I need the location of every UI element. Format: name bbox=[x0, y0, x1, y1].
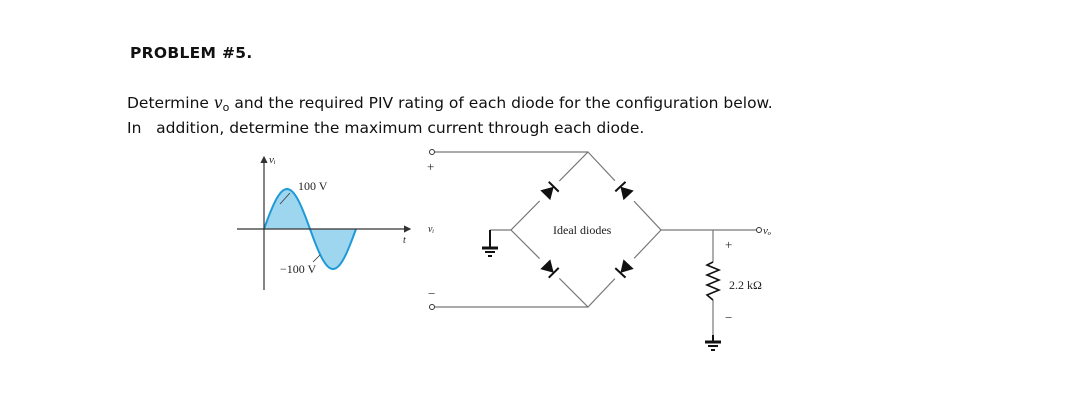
output-minus-sign: − bbox=[725, 310, 732, 325]
output-terminal-dot bbox=[756, 227, 762, 233]
input-top-terminal bbox=[429, 149, 435, 155]
input-plus-sign: + bbox=[427, 159, 434, 174]
trough-leader bbox=[312, 254, 321, 263]
input-minus-sign: − bbox=[428, 286, 435, 301]
circuit-wires bbox=[435, 151, 757, 335]
input-bottom-terminal bbox=[429, 304, 435, 310]
waveform-negative-fill bbox=[310, 229, 356, 269]
output-terminal: vₒ + − bbox=[725, 225, 771, 325]
peak-leader bbox=[279, 192, 291, 205]
problem-statement: Determine vo and the required PIV rating… bbox=[127, 93, 1027, 139]
trough-label: −100 V bbox=[280, 262, 317, 276]
diode-bottom-left bbox=[538, 257, 561, 280]
output-plus-sign: + bbox=[725, 237, 732, 252]
time-axis-label: t bbox=[403, 235, 406, 246]
input-waveform: vᵢ t 100 V −100 V bbox=[237, 154, 412, 290]
problem-line-1: Determine vo and the required PIV rating… bbox=[127, 93, 1027, 118]
input-terminals: + vᵢ − bbox=[427, 149, 435, 310]
resistor-value-label: 2.2 kΩ bbox=[729, 278, 762, 292]
vo-subscript: o bbox=[222, 101, 230, 114]
right-ground-icon bbox=[705, 335, 721, 351]
diode-top-right bbox=[613, 179, 636, 203]
diode-bottom-right bbox=[613, 257, 636, 280]
ideal-diodes-label: Ideal diodes bbox=[553, 223, 612, 237]
output-voltage-label: vₒ bbox=[763, 225, 771, 237]
resistor-zigzag bbox=[704, 261, 722, 301]
vo-symbol: v bbox=[213, 94, 223, 112]
line1-start: Determine bbox=[127, 94, 214, 112]
peak-label: 100 V bbox=[298, 179, 328, 193]
problem-heading: PROBLEM #5. bbox=[130, 44, 253, 62]
diode-top-left bbox=[538, 179, 561, 203]
line1-end: and the required PIV rating of each diod… bbox=[229, 94, 773, 112]
load-resistor: 2.2 kΩ bbox=[704, 261, 762, 301]
waveform-positive-fill bbox=[264, 189, 310, 229]
voltage-axis-label: vᵢ bbox=[269, 154, 276, 166]
diode-bridge: Ideal diodes bbox=[510, 151, 662, 308]
input-voltage-label: vᵢ bbox=[428, 224, 434, 235]
bridge-outline bbox=[510, 151, 662, 308]
left-ground-icon bbox=[482, 230, 498, 257]
problem-line-2: In addition, determine the maximum curre… bbox=[127, 119, 645, 137]
